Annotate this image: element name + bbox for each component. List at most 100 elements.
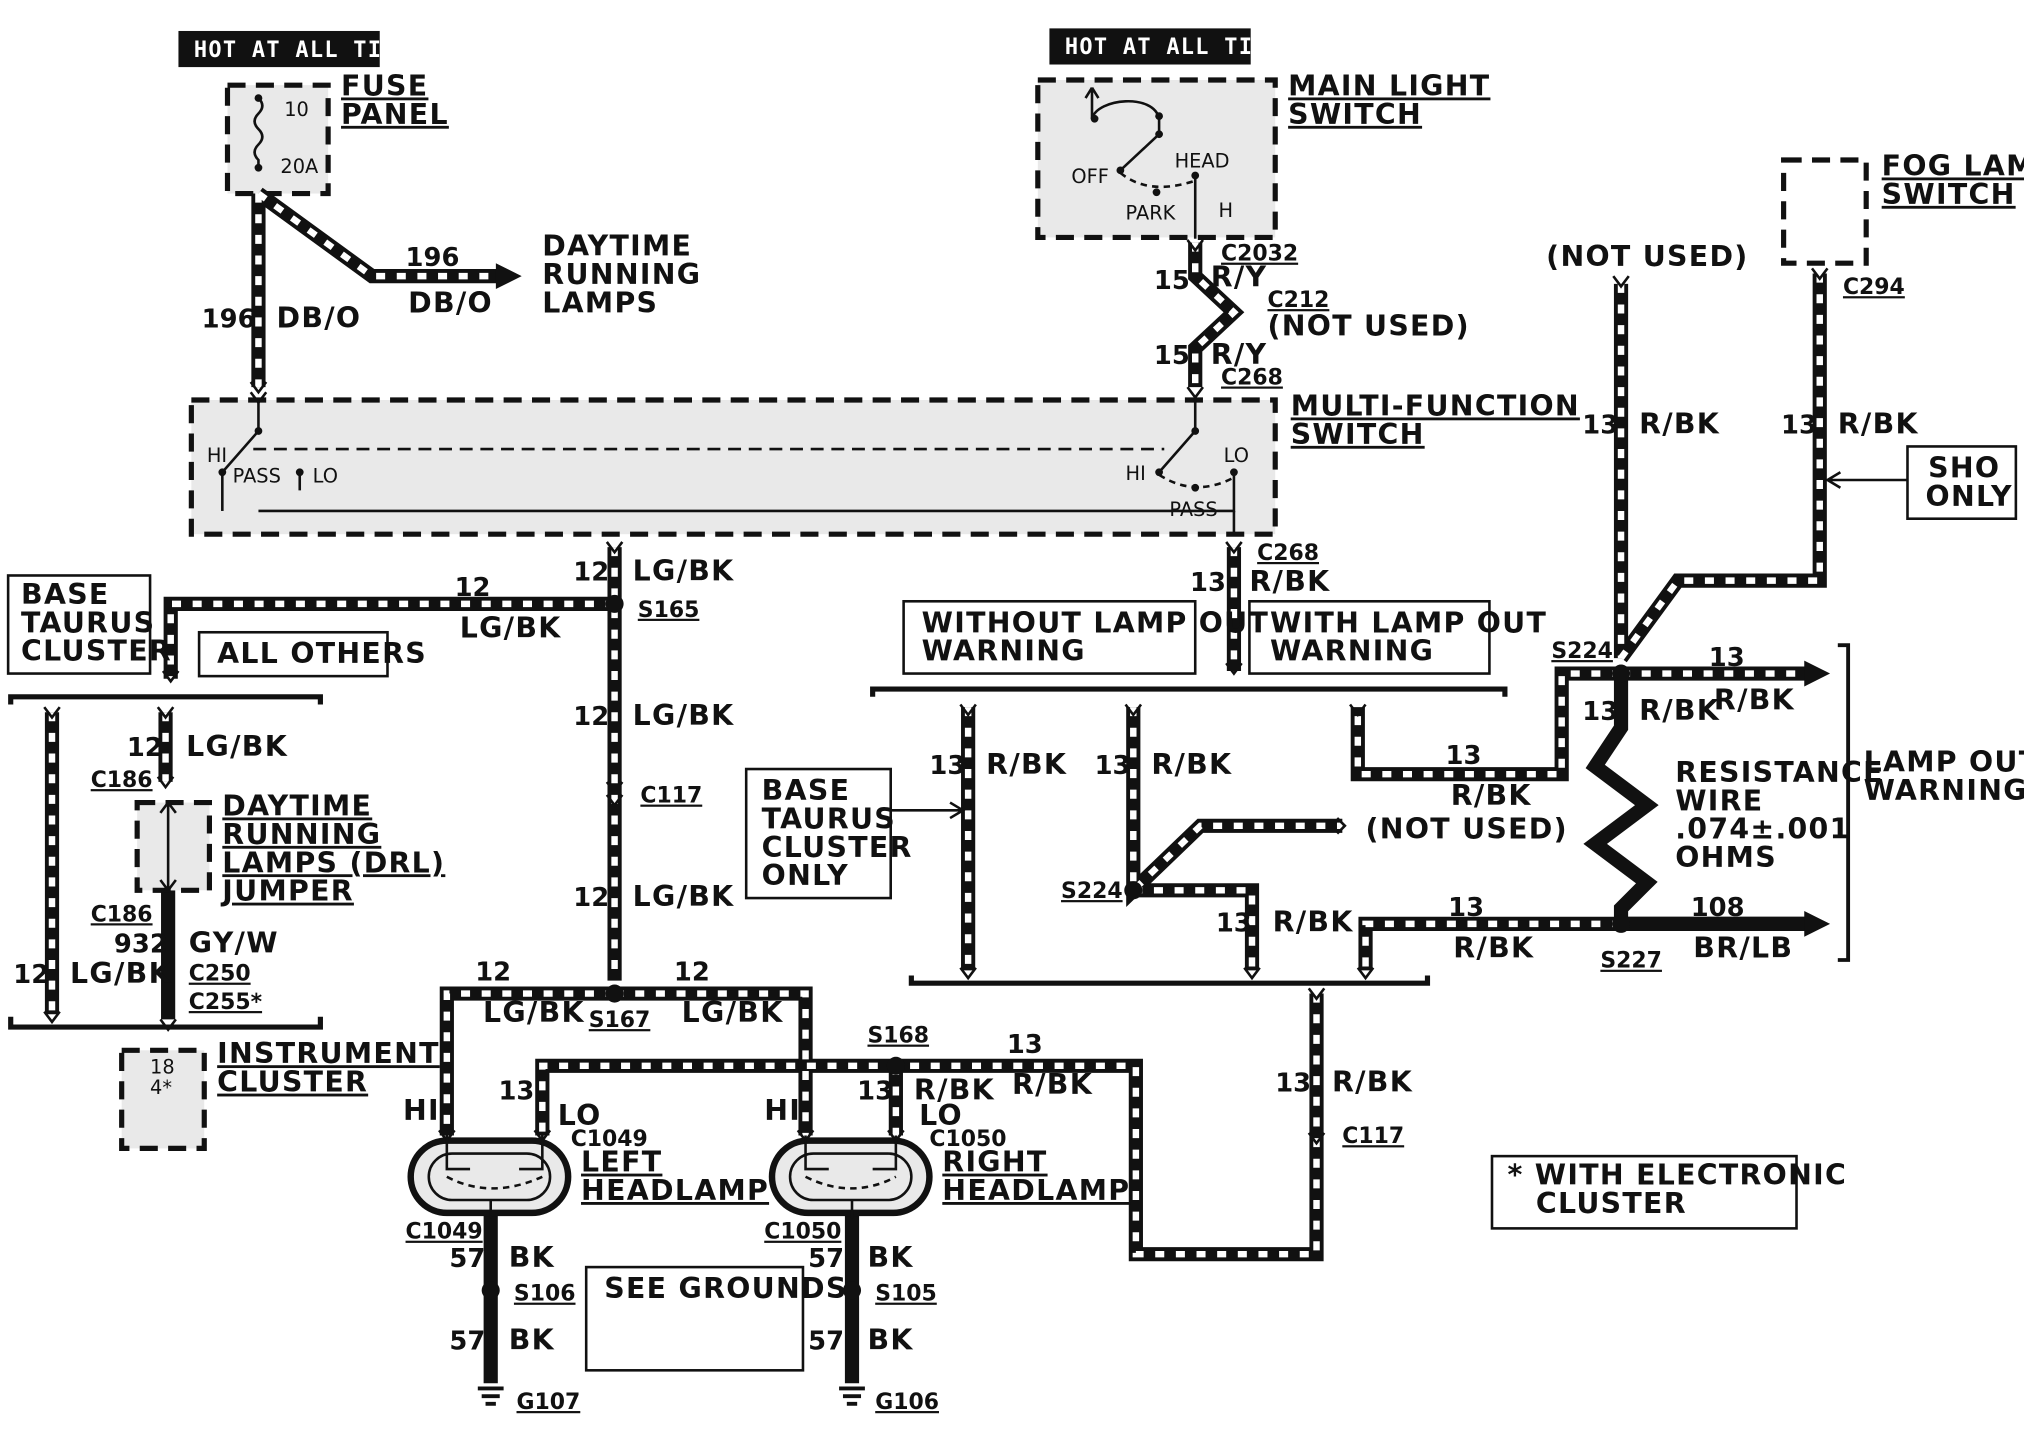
wire-13-h: 13	[1275, 1069, 1311, 1099]
wire-13-b: 13	[1095, 751, 1131, 781]
left-lo: LO	[558, 1099, 602, 1132]
c2032: C2032	[1221, 242, 1298, 267]
bus-lamp-out	[1837, 643, 1851, 962]
wire-108-color: BR/LB	[1693, 931, 1793, 964]
wire-13-fog-color: R/BK	[1838, 408, 1919, 441]
wire-13-fog: 13	[1781, 411, 1817, 441]
wire-13-c-color: R/BK	[1451, 779, 1532, 812]
wire-12-c186-color: LG/BK	[186, 730, 288, 763]
drl-jumper-2: RUNNING	[222, 818, 381, 851]
mfs-pass-right: PASS	[1169, 498, 1217, 521]
s105: S105	[875, 1282, 937, 1307]
electronic-cluster-note-2: CLUSTER	[1536, 1187, 1687, 1220]
drl-jumper-box	[134, 799, 212, 893]
wire-57-r2: 57	[808, 1327, 844, 1357]
c212-not-used: (NOT USED)	[1267, 309, 1469, 342]
without-lamp-out-1: WITHOUT LAMP OUT	[922, 606, 1269, 639]
right-hi: HI	[764, 1094, 801, 1127]
wire-12-h-color: LG/BK	[460, 611, 562, 644]
g106: G106	[875, 1390, 939, 1415]
wire-12-low-color: LG/BK	[633, 880, 735, 913]
mfs-lo-left: LO	[313, 465, 338, 488]
switch-position-h: H	[1218, 199, 1233, 222]
mfs-hi-right: HI	[1126, 462, 1146, 485]
s168: S168	[867, 1024, 929, 1049]
wire-12-c186: 12	[127, 733, 163, 763]
not-used-top: (NOT USED)	[1546, 240, 1748, 273]
c117-top: C117	[640, 784, 702, 809]
c294: C294	[1843, 275, 1905, 300]
bus-left	[8, 694, 323, 705]
wire-13-not-used-color: R/BK	[1639, 408, 1720, 441]
resistance-wire-1: RESISTANCE	[1675, 756, 1884, 789]
hot-at-all-times-badge-left	[178, 30, 380, 68]
wire-13-d-color: R/BK	[1273, 906, 1354, 939]
sho-only-1: SHO	[1928, 451, 2000, 484]
wire-15-a-color: R/Y	[1211, 260, 1268, 293]
instrument-cluster-pin-2: 4*	[150, 1076, 172, 1099]
fog-lamp-switch-box	[1781, 157, 1869, 266]
c186-a: C186	[91, 768, 153, 793]
s227: S227	[1600, 949, 1662, 974]
hot-at-all-times-right: HOT AT ALL TIMES	[1065, 35, 1297, 60]
ground-symbols	[477, 1386, 865, 1406]
without-lamp-out-2: WARNING	[922, 635, 1086, 668]
c268-mid: C268	[1257, 541, 1319, 566]
wire-12-l-color: LG/BK	[483, 996, 585, 1029]
fuse-amperage: 20A	[280, 155, 319, 178]
s106: S106	[514, 1282, 576, 1307]
wire-13-c268: 13	[1190, 568, 1226, 598]
lamp-out-warning-1: LAMP OUT	[1864, 746, 2024, 779]
base-taurus-only-box	[744, 767, 892, 900]
fuse-number: 10	[284, 98, 309, 121]
wire-13-h-color: R/BK	[1332, 1066, 1413, 1099]
s165: S165	[638, 598, 700, 623]
fuse-panel-label-1: FUSE	[341, 69, 428, 102]
wire-12-r-color: LG/BK	[682, 996, 784, 1029]
base-taurus-cluster-1: BASE	[21, 578, 110, 611]
bus-mid-bottom	[908, 975, 1431, 986]
sho-only-box	[1906, 445, 2018, 520]
main-light-switch-label-1: MAIN LIGHT	[1288, 69, 1490, 102]
s224-mid: S224	[1061, 879, 1123, 904]
wire-57-l1: 57	[449, 1244, 485, 1274]
c212: C212	[1267, 288, 1329, 313]
base-taurus-cluster-3: CLUSTER	[21, 635, 172, 668]
instrument-cluster-pin-1: 18	[150, 1056, 175, 1079]
drl-label-3: LAMPS	[542, 286, 658, 319]
base-taurus-only-4: ONLY	[762, 859, 849, 892]
wire-12-s165-up: 12	[573, 558, 609, 588]
multi-function-switch-box	[188, 397, 1278, 537]
arrow-drl	[495, 263, 522, 290]
wire-12-h: 12	[455, 573, 491, 603]
wire-196-top-color: DB/O	[408, 286, 493, 319]
right-headlamp-2: HEADLAMP	[942, 1174, 1130, 1207]
connectors	[43, 239, 1829, 1146]
left-hi: HI	[403, 1094, 440, 1127]
g107: G107	[517, 1390, 581, 1415]
wire-12-left: 12	[13, 960, 49, 990]
multi-function-switch-label-1: MULTI-FUNCTION	[1291, 389, 1580, 422]
wire-15-b-color: R/Y	[1211, 338, 1268, 371]
wire-12-r: 12	[674, 958, 710, 988]
wire-13-not-used: 13	[1582, 411, 1618, 441]
fog-lamp-switch-label-2: SWITCH	[1882, 178, 2016, 211]
base-taurus-cluster-box	[6, 574, 152, 675]
base-taurus-only-3: CLUSTER	[762, 831, 913, 864]
right-13-color: R/BK	[914, 1073, 995, 1106]
left-headlamp-1: LEFT	[581, 1146, 662, 1179]
wire-13-rw: 13	[1582, 697, 1618, 727]
wire-13-rw-color: R/BK	[1639, 694, 1720, 727]
wire-13-f: 13	[1007, 1030, 1043, 1060]
c250: C250	[189, 962, 251, 987]
electronic-cluster-note-1: * WITH ELECTRONIC	[1507, 1159, 1847, 1192]
fuse-symbol	[253, 97, 264, 168]
c1050-b: C1050	[764, 1220, 841, 1245]
multi-function-switch-label-2: SWITCH	[1291, 418, 1425, 451]
drl-label-2: RUNNING	[542, 258, 701, 291]
s224-top: S224	[1551, 639, 1613, 664]
right-lo: LO	[919, 1099, 963, 1132]
wire-57-l2: 57	[449, 1327, 485, 1357]
wire-13-c268-color: R/BK	[1249, 565, 1330, 598]
c186-b: C186	[91, 902, 153, 927]
